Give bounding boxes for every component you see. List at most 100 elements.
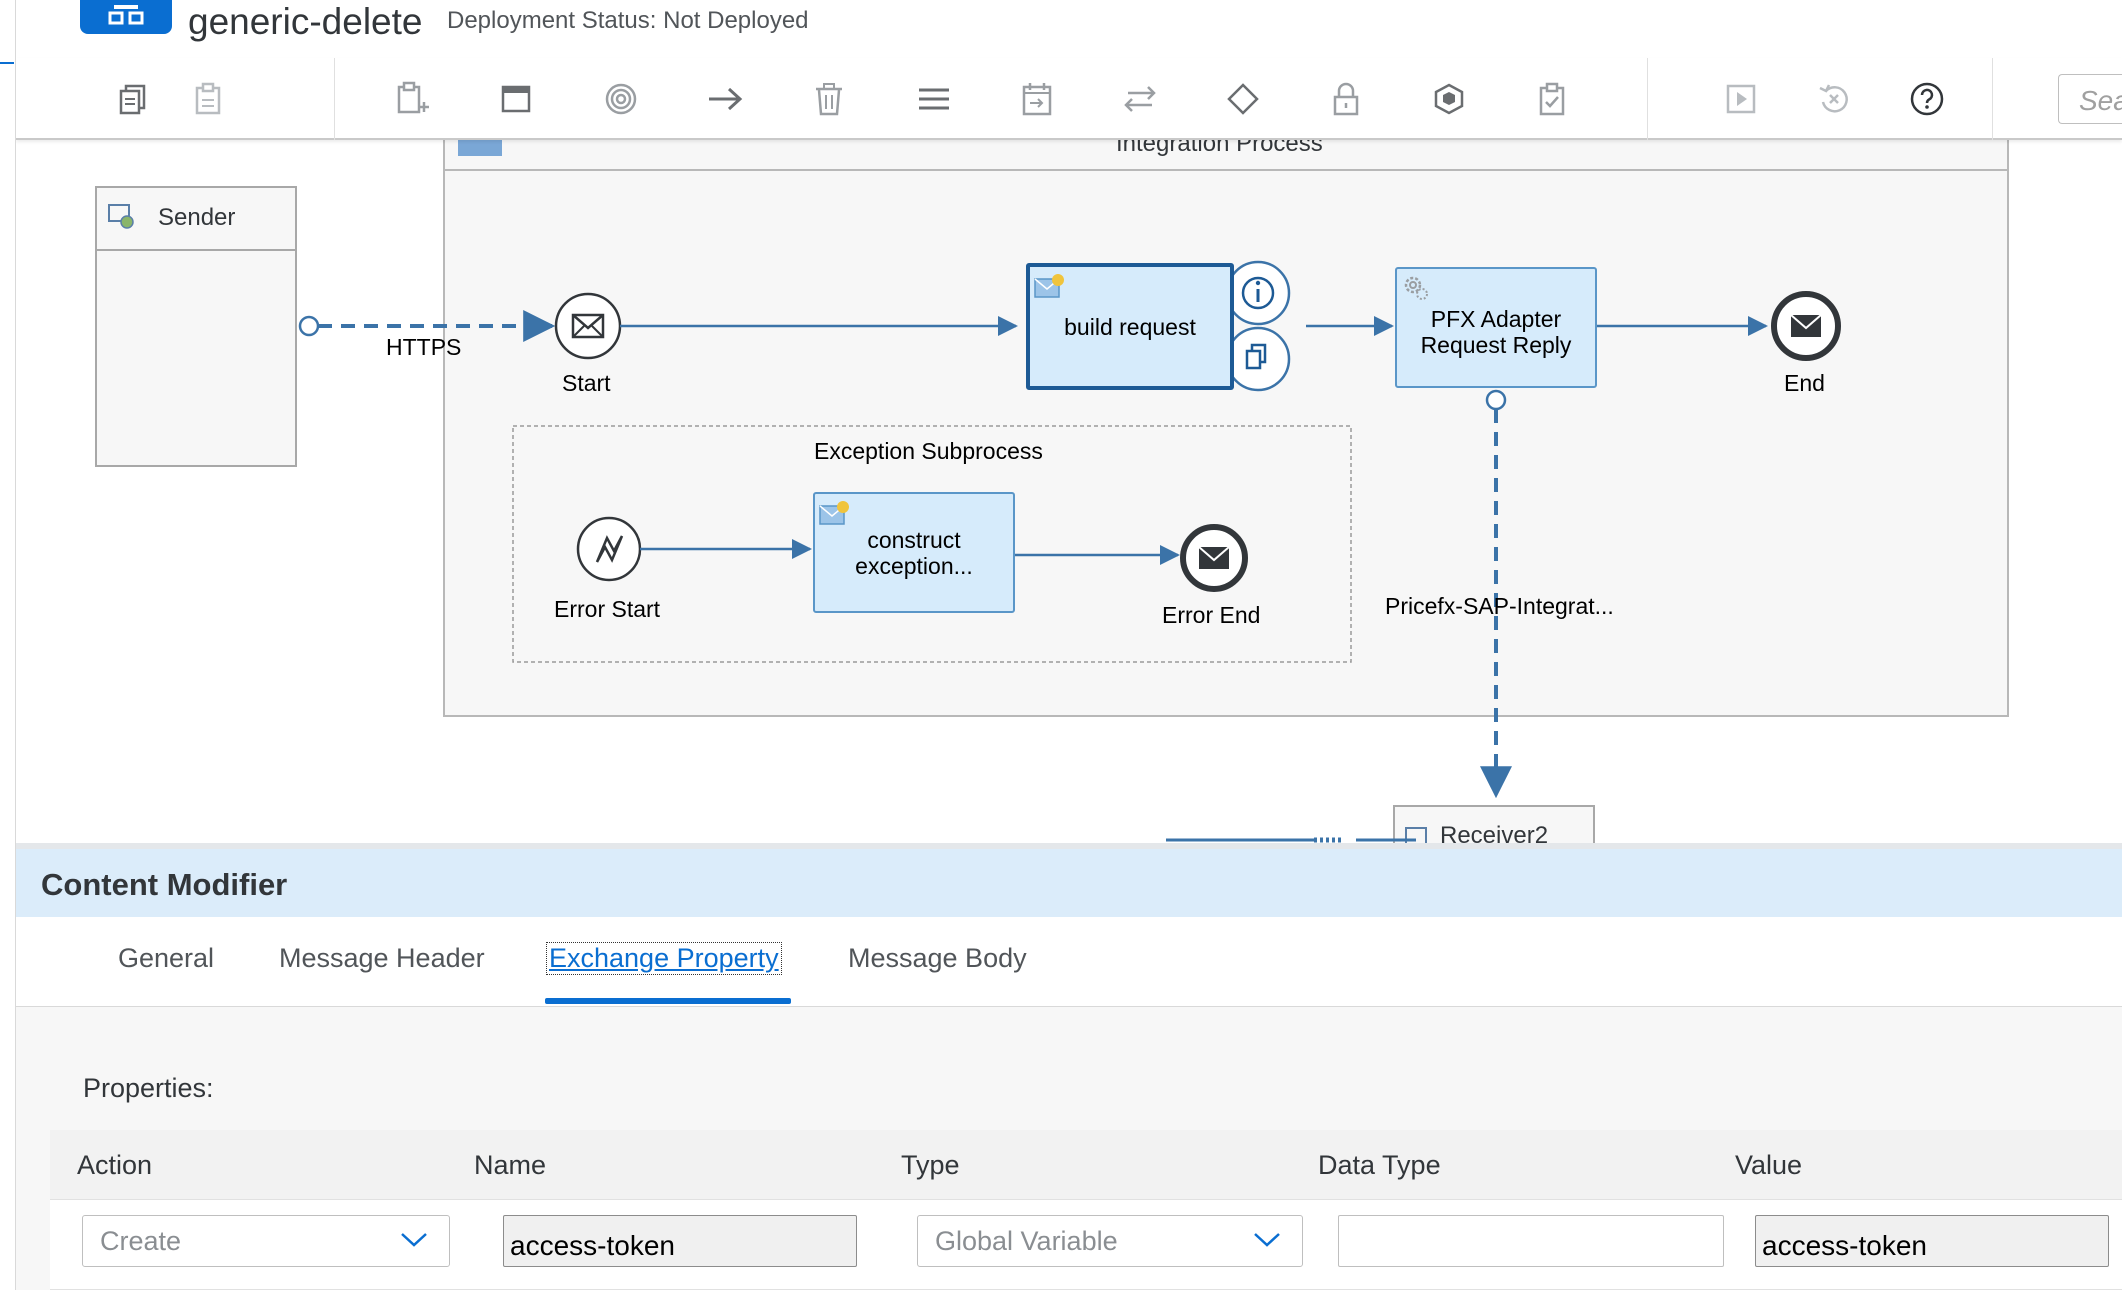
page-title: generic-delete — [188, 1, 423, 42]
receiver-channel-label: Pricefx-SAP-Integrat... — [1385, 593, 1614, 619]
start-label: Start — [562, 370, 611, 396]
message-flow-button[interactable] — [1117, 76, 1163, 122]
copy-icon — [119, 84, 146, 115]
envelope-icon — [571, 313, 605, 339]
menu-button[interactable] — [911, 76, 957, 122]
type-select-value: Global Variable — [935, 1226, 1118, 1256]
data-type-input[interactable] — [1338, 1215, 1724, 1267]
calendar-icon — [1022, 83, 1052, 116]
construct-exception-step[interactable]: construct exception... — [813, 492, 1015, 613]
properties-label: Properties: — [83, 1073, 214, 1103]
panel-header: Content Modifier — [16, 849, 2122, 917]
target-button[interactable] — [598, 76, 644, 122]
left-accent — [0, 0, 14, 64]
simulate-button[interactable] — [1718, 76, 1764, 122]
add-step-button[interactable] — [389, 76, 435, 122]
target-icon — [605, 83, 637, 115]
error-start-label: Error Start — [554, 596, 661, 622]
sequence-flow-button[interactable] — [702, 76, 748, 122]
container-icon — [501, 85, 531, 113]
paste-button[interactable] — [185, 76, 231, 122]
toolbar: Sea — [16, 58, 2122, 140]
lightning-icon — [595, 535, 624, 563]
diamond-icon — [1227, 83, 1259, 115]
column-header-type[interactable]: Type — [901, 1150, 960, 1180]
sender-participant — [95, 186, 297, 467]
panel-splitter[interactable] — [16, 843, 2122, 849]
toolbar-separator — [1992, 58, 1993, 140]
toolbar-separator — [334, 58, 335, 140]
search-input[interactable]: Sea — [2058, 74, 2122, 124]
https-label: HTTPS — [386, 334, 462, 360]
active-tab-indicator — [545, 998, 791, 1004]
arrow-right-icon — [709, 87, 743, 111]
tab-message-body[interactable]: Message Body — [848, 943, 1027, 973]
name-input[interactable]: access-token — [503, 1215, 857, 1267]
undo-icon — [1819, 84, 1848, 113]
end-label: End — [1784, 370, 1825, 396]
start-event — [554, 292, 622, 360]
toolbar-separator — [1647, 58, 1648, 140]
sender-label: Sender — [158, 204, 236, 231]
chevron-down-icon — [401, 1233, 427, 1247]
package-button[interactable] — [1426, 76, 1472, 122]
construct-exception-label: construct exception... — [855, 526, 973, 579]
content-modifier-icon — [819, 501, 849, 525]
copy-button[interactable] — [111, 76, 157, 122]
header: generic-delete Deployment Status: Not De… — [16, 0, 2122, 58]
properties-panel: Content Modifier General Message Header … — [16, 849, 2122, 1290]
table-header: Action Name Type Data Type Value — [50, 1130, 2122, 1200]
column-header-value[interactable]: Value — [1735, 1150, 1803, 1180]
app-logo[interactable] — [80, 0, 172, 34]
validate-button[interactable] — [1529, 76, 1575, 122]
column-header-name[interactable]: Name — [474, 1150, 547, 1180]
error-start-event — [576, 516, 642, 582]
exception-subprocess-label: Exception Subprocess — [814, 438, 1043, 464]
menu-lines-icon — [919, 88, 949, 110]
trash-icon — [816, 83, 842, 116]
diagram-canvas[interactable]: Integration Process Sender HTTPS Start b… — [16, 140, 2122, 843]
timer-button[interactable] — [1014, 76, 1060, 122]
delete-button[interactable] — [806, 76, 852, 122]
action-select[interactable]: Create — [82, 1215, 450, 1267]
security-button[interactable] — [1323, 76, 1369, 122]
content-modifier-icon — [1034, 274, 1064, 298]
pfx-adapter-step[interactable]: PFX Adapter Request Reply — [1395, 267, 1597, 388]
undo-button[interactable] — [1811, 76, 1857, 122]
integration-process-label: Integration Process — [1116, 140, 1323, 157]
build-request-step[interactable]: build request — [1026, 263, 1234, 390]
paste-icon — [195, 82, 221, 115]
column-header-action[interactable]: Action — [77, 1150, 153, 1180]
tab-bar: General Message Header Exchange Property… — [16, 917, 2122, 1007]
container-button[interactable] — [493, 76, 539, 122]
table-row: Create access-token Global Variable acce… — [50, 1200, 2122, 1290]
swap-arrows-icon — [1124, 86, 1156, 112]
action-select-value: Create — [100, 1226, 182, 1256]
type-select[interactable]: Global Variable — [917, 1215, 1303, 1267]
tab-general[interactable]: General — [118, 943, 215, 973]
error-end-label: Error End — [1162, 602, 1261, 628]
pool-icon — [458, 140, 502, 156]
receiver-participant — [1393, 805, 1595, 843]
sender-icon — [108, 204, 130, 222]
gear-icon — [1404, 276, 1428, 300]
tab-message-header[interactable]: Message Header — [279, 943, 485, 973]
help-icon — [1910, 82, 1944, 116]
receiver-label: Receiver2 — [1440, 822, 1549, 843]
properties-table: Action Name Type Data Type Value Create … — [50, 1130, 2122, 1290]
grid-icon — [108, 5, 144, 25]
build-request-label: build request — [1064, 313, 1196, 340]
package-icon — [1434, 83, 1464, 115]
column-header-data-type[interactable]: Data Type — [1318, 1150, 1441, 1180]
help-button[interactable] — [1904, 76, 1950, 122]
pfx-adapter-label: PFX Adapter Request Reply — [1420, 305, 1572, 358]
gateway-button[interactable] — [1220, 76, 1266, 122]
chevron-down-icon — [1254, 1233, 1280, 1247]
tab-exchange-property[interactable]: Exchange Property — [546, 942, 782, 975]
clipboard-check-icon — [1539, 82, 1565, 116]
left-edge — [0, 0, 16, 1290]
value-input[interactable]: access-token — [1755, 1215, 2109, 1267]
lock-icon — [1333, 82, 1359, 116]
panel-title: Content Modifier — [41, 867, 288, 902]
